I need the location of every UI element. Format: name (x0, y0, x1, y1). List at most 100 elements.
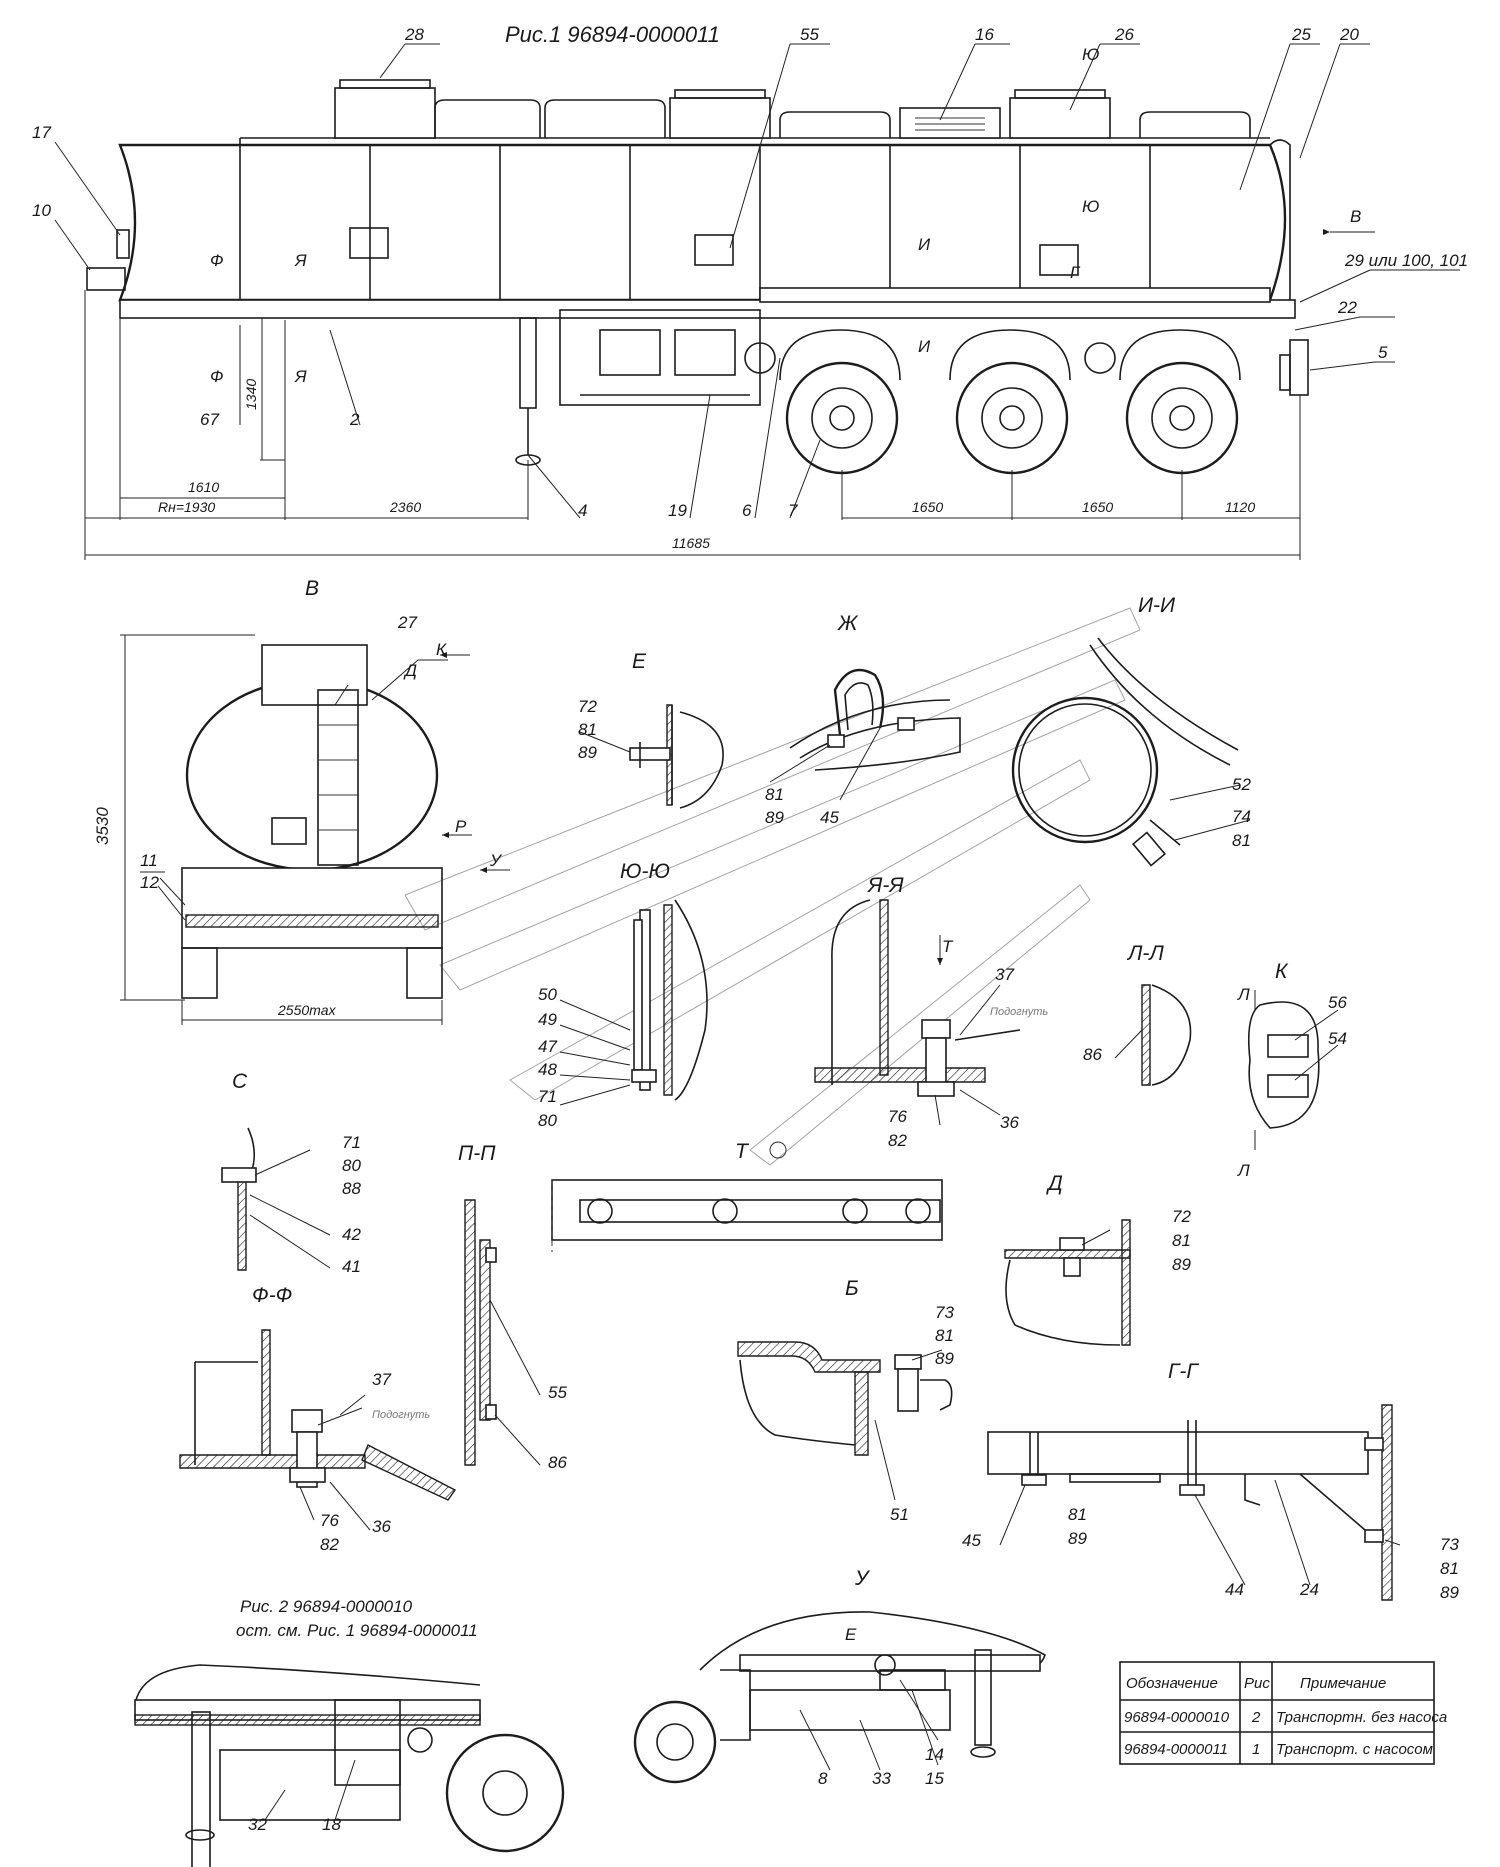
section-ii: И-И 52 74 81 (1011, 594, 1251, 867)
u-callout-14: 14 (925, 1745, 944, 1764)
mark-r: Р (455, 817, 467, 836)
s-callout-42: 42 (342, 1225, 361, 1244)
table-row-1-fig: 2 (1251, 1709, 1261, 1726)
yuyu-callout-71: 71 (538, 1087, 557, 1106)
mark-yu-bottom: Ю (1082, 197, 1099, 216)
section-ff-label: Ф-Ф (252, 1284, 292, 1307)
callout-19: 19 (668, 501, 687, 520)
u-callout-33: 33 (872, 1769, 891, 1788)
s-callout-71: 71 (342, 1133, 361, 1152)
gg-callout-81b: 81 (1440, 1559, 1459, 1578)
yaya-callout-36: 36 (1000, 1113, 1019, 1132)
spec-table: Обозначение Рис Примечание 96894-0000010… (1119, 1661, 1447, 1765)
gg-callout-44: 44 (1225, 1580, 1244, 1599)
fig2-title: Рис. 2 96894-0000010 (240, 1597, 413, 1616)
section-yuyu-label: Ю-Ю (620, 860, 670, 883)
detail-e: Е 72 81 89 (578, 650, 724, 809)
detail-b-label: Б (845, 1277, 859, 1300)
dim-1340: 1340 (243, 379, 259, 410)
table-row-2-note: Транспорт. с насосом (1276, 1741, 1433, 1758)
callout-2: 2 (349, 410, 360, 429)
table-header-designation: Обозначение (1126, 1675, 1218, 1692)
e-callout-72: 72 (578, 697, 597, 716)
dome-3 (1009, 97, 1111, 139)
landing-leg (519, 317, 537, 409)
wheel-3 (1119, 329, 1241, 475)
dim-3530: 3530 (93, 807, 112, 845)
detail-b: Б 73 81 89 51 (737, 1277, 954, 1524)
fig2-subtitle: ост. см. Рис. 1 96894-0000011 (236, 1621, 478, 1640)
gg-callout-81a: 81 (1068, 1505, 1087, 1524)
k-mark-l-bottom: Л (1237, 1161, 1250, 1180)
dim-2360: 2360 (389, 499, 421, 515)
detail-d-label: Д (1046, 1172, 1063, 1195)
yuyu-callout-48: 48 (538, 1060, 557, 1079)
ii-callout-74: 74 (1232, 807, 1251, 826)
b-callout-89: 89 (935, 1349, 954, 1368)
tank-body (118, 143, 1287, 302)
table-header-fig: Рис (1244, 1675, 1270, 1692)
callout-26: 26 (1114, 25, 1134, 44)
callout-16: 16 (975, 25, 994, 44)
pump-compartment-19 (559, 309, 761, 406)
zh-callout-89: 89 (765, 808, 784, 827)
wheel-1 (779, 329, 901, 475)
yaya-callout-37: 37 (995, 965, 1014, 984)
mark-u: У (489, 851, 503, 870)
mark-d: Д (403, 661, 417, 680)
view-u: У Е 8 33 14 15 (633, 1567, 1046, 1788)
ll-callout-86: 86 (1083, 1045, 1102, 1064)
detail-s: С 71 80 88 42 41 (221, 1070, 361, 1276)
k-mark-l-top: Л (1237, 985, 1250, 1004)
wheel-2 (949, 329, 1071, 475)
ff-callout-82: 82 (320, 1535, 339, 1554)
dim-1610: 1610 (188, 479, 219, 495)
dim-2550max: 2550max (277, 1002, 337, 1018)
section-ll: Л-Л 86 (1083, 942, 1192, 1086)
detail-k: К Л Л 56 54 (1237, 960, 1347, 1180)
yaya-note: Подогнуть (990, 1006, 1048, 1018)
e-callout-89: 89 (578, 743, 597, 762)
callout-5: 5 (1378, 343, 1388, 362)
zh-callout-81: 81 (765, 785, 784, 804)
callout-4: 4 (578, 501, 587, 520)
view-v-label: В (305, 577, 319, 600)
detail-zh: Ж 81 89 45 (765, 612, 961, 827)
mark-ya-bottom: Я (294, 367, 307, 386)
detail-e-label: Е (632, 650, 647, 673)
callout-29: 29 или 100, 101 (1344, 251, 1468, 270)
callout-67: 67 (200, 410, 219, 429)
s-callout-41: 41 (342, 1257, 361, 1276)
section-ff: Ф-Ф Подогнуть 37 76 82 36 (179, 1284, 457, 1554)
b-callout-81: 81 (935, 1326, 954, 1345)
dim-1650-a: 1650 (912, 499, 943, 515)
dome-2 (669, 97, 771, 139)
yuyu-callout-50: 50 (538, 985, 557, 1004)
pp-callout-55: 55 (548, 1383, 567, 1402)
e-callout-81: 81 (578, 720, 597, 739)
section-gg-label: Г-Г (1168, 1360, 1199, 1383)
mark-t-top: Т (942, 937, 954, 956)
figure-title: Рис.1 96894-0000011 (505, 22, 720, 47)
gg-callout-45: 45 (962, 1531, 981, 1550)
ii-callout-81: 81 (1232, 831, 1251, 850)
d-callout-81: 81 (1172, 1231, 1191, 1250)
callout-12: 12 (140, 873, 159, 892)
mark-k: К (436, 640, 447, 659)
pp-callout-86: 86 (548, 1453, 567, 1472)
dim-1120: 1120 (1225, 499, 1255, 515)
tank-rear-ellipse (185, 678, 439, 872)
section-pp: П-П 55 86 (458, 1142, 567, 1472)
gg-callout-73: 73 (1440, 1535, 1459, 1554)
callout-25: 25 (1291, 25, 1311, 44)
u-callout-15: 15 (925, 1769, 944, 1788)
watermark-lines (404, 607, 1141, 1166)
callout-20: 20 (1339, 25, 1359, 44)
b-callout-73: 73 (935, 1303, 954, 1322)
callout-11: 11 (140, 851, 158, 870)
yuyu-callout-49: 49 (538, 1010, 557, 1029)
callout-27: 27 (397, 613, 417, 632)
mark-f-bottom: Ф (210, 367, 224, 386)
detail-d: Д 72 81 89 (1004, 1172, 1191, 1346)
